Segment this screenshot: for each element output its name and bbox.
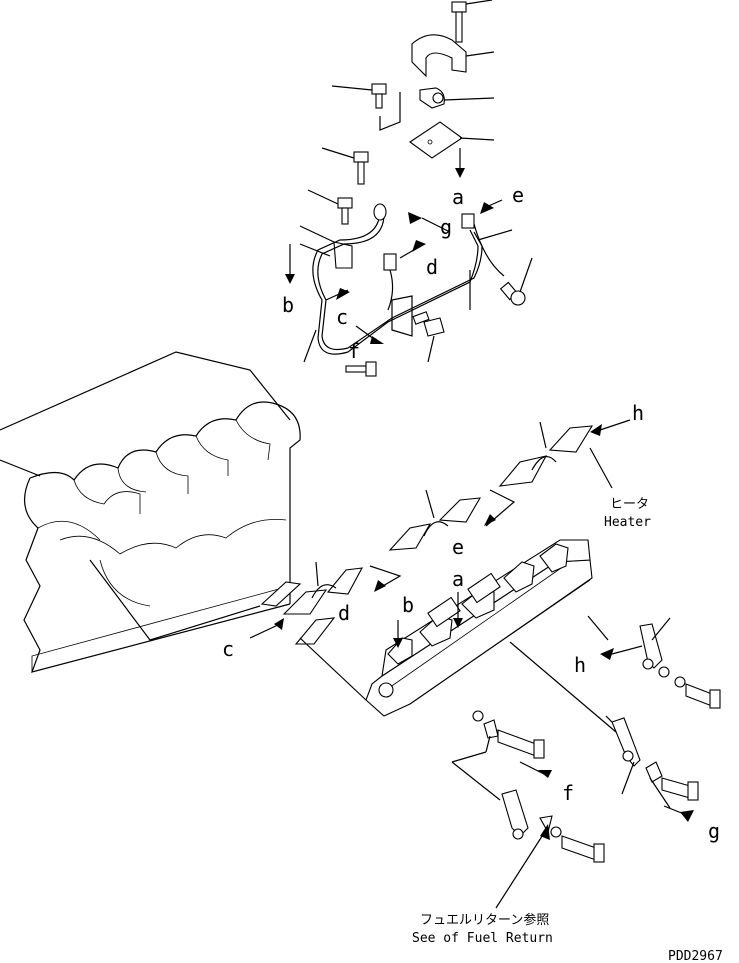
callout-d-mid: d [338,601,350,625]
callout-b-mid: b [402,593,414,617]
bolt-harness-right [499,257,533,306]
engine-block [0,351,301,673]
callout-e-mid: e [452,535,464,559]
callout-e-top: e [512,183,524,207]
callout-f-top: f [348,339,360,363]
callout-a-mid: a [452,567,464,591]
callout-c-top: c [336,305,348,329]
bolt-harness-center [412,311,445,363]
top-harness-assembly [285,0,533,377]
fuel-return-note-jp: フュエルリターン参照 [420,912,549,928]
bolt-relay [331,83,387,109]
bolt-harness-1 [321,147,369,185]
bolt-top [451,0,493,43]
heater-label-jp: ヒータ [610,497,649,512]
brackets-lower [451,617,721,909]
callout-b-top: b [282,293,294,317]
intake-manifold [299,539,617,733]
callout-a-top: a [452,185,464,209]
relay [419,87,495,109]
bolt-harness-bottom [345,361,377,377]
callout-h-low: h [574,653,586,677]
fuel-return-note-en: See of Fuel Return [412,931,553,946]
bolt-harness-2 [307,189,353,225]
callout-c-mid: c [222,637,234,661]
clamp-bracket [411,34,495,78]
callout-h-mid: h [632,401,644,425]
drawing-number: PDD2967 [668,949,723,963]
callout-d-top: d [426,255,438,279]
mounting-plate [409,121,495,159]
callout-g-top: g [440,215,452,239]
heater-elements [249,419,631,645]
heater-label-en: Heater [604,515,651,530]
callout-f-low: f [562,781,574,805]
callout-g-low: g [708,819,720,843]
